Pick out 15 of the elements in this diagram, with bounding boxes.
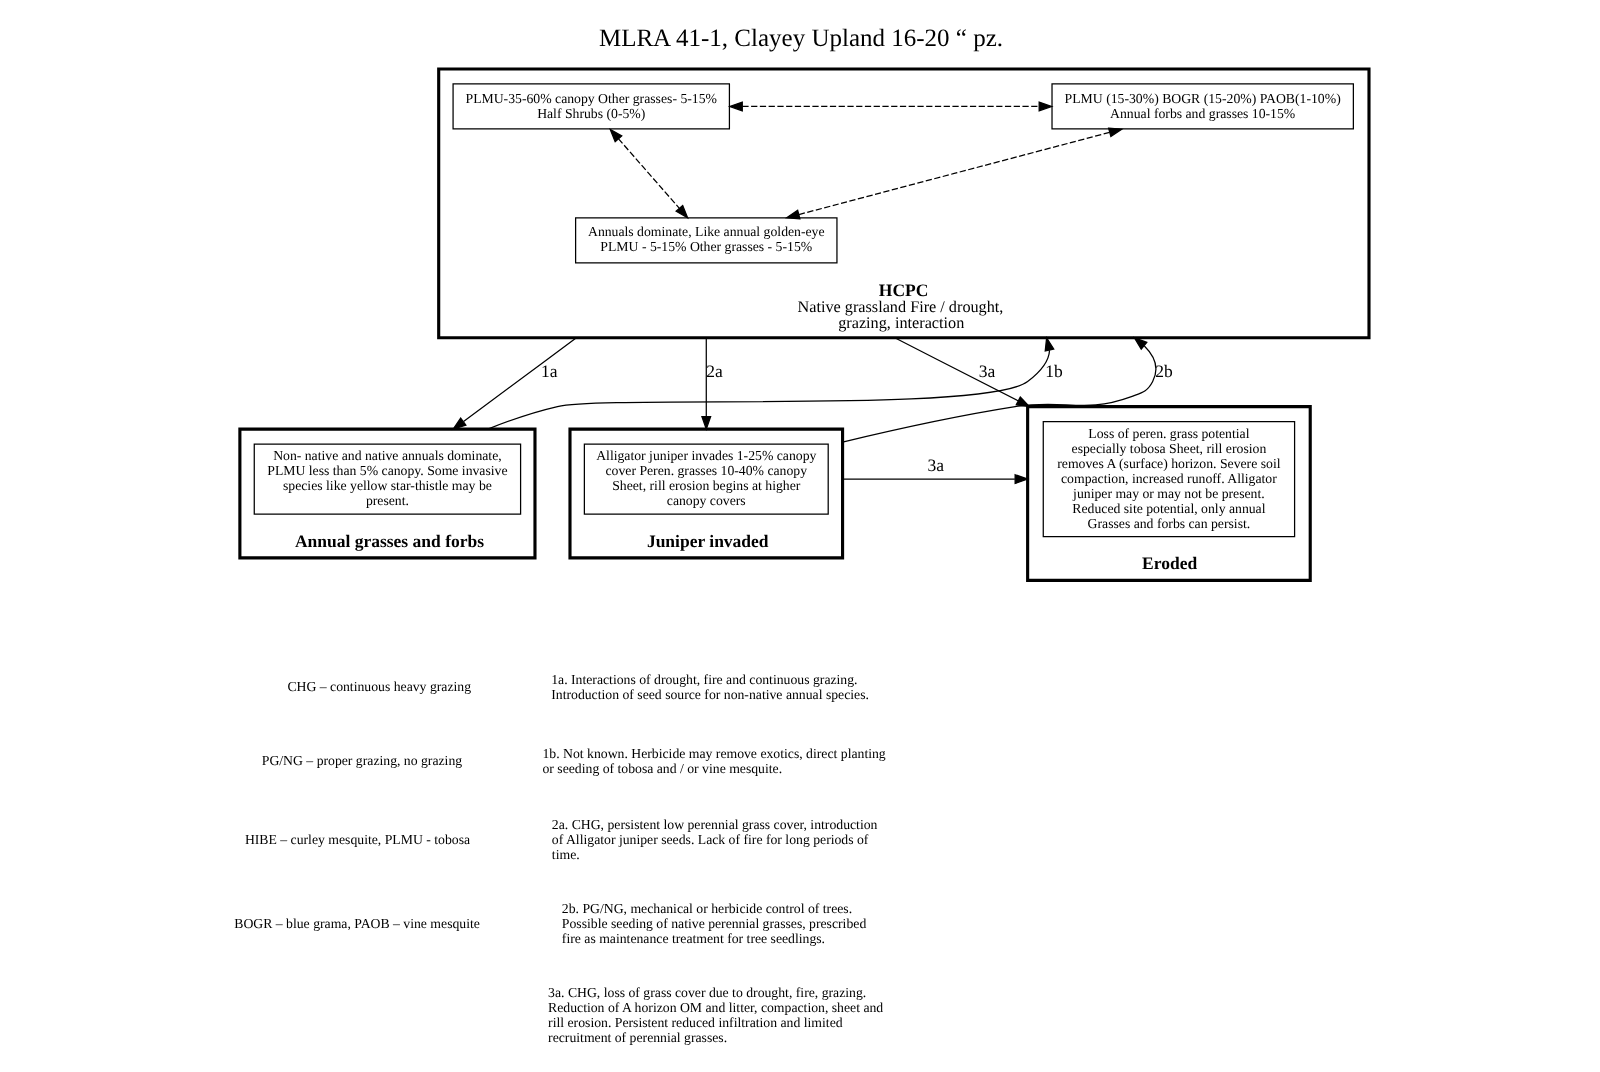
edge-label: 1a — [540, 360, 557, 381]
arrow — [783, 127, 1123, 220]
arrow — [450, 337, 576, 431]
arrow — [608, 128, 688, 220]
arrow — [700, 337, 711, 431]
edge-label: 3a — [977, 360, 995, 381]
arrow — [840, 473, 1029, 485]
edge-label: 2b — [1154, 360, 1172, 381]
edge-label: 3a — [926, 454, 943, 475]
arrow — [726, 101, 1053, 112]
arrow — [486, 335, 1054, 430]
edge-label: 2a — [705, 360, 722, 381]
edge-label: 1b — [1044, 360, 1062, 381]
arrow — [840, 336, 1156, 443]
diagram-title: MLRA 41-1, Clayey Upland 16-20 “ pz. — [597, 24, 1003, 53]
